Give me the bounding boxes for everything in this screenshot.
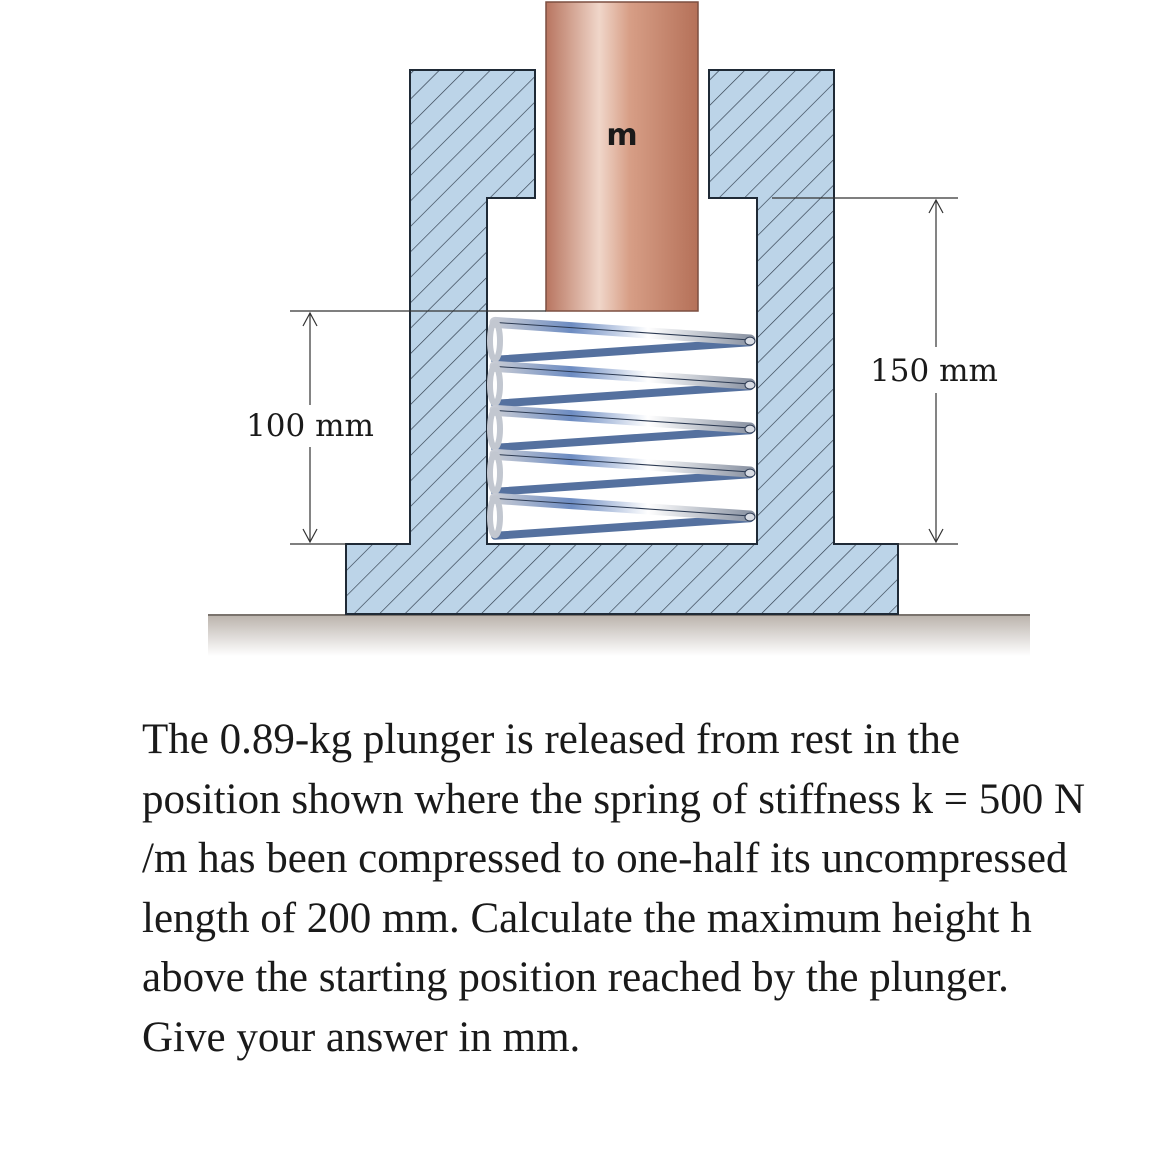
spring-bend-right	[744, 468, 756, 478]
spring-coil-back	[491, 470, 754, 496]
plunger-spring-diagram: m 100 mm 150 mm	[208, 1, 1030, 656]
mass-label: m	[606, 118, 637, 153]
spring-bend-left	[487, 319, 503, 363]
spring-bend-right	[744, 336, 756, 346]
spring-coil-back	[491, 338, 754, 364]
spring-bend-left	[487, 363, 503, 407]
right-dimension	[772, 197, 958, 545]
spring-coil-back	[491, 426, 754, 452]
spring-coil-back	[491, 382, 754, 408]
spring-bend-right	[744, 512, 756, 522]
spring-coil-edge	[494, 365, 751, 385]
spring-coil-back	[491, 514, 754, 540]
spring-coil-edge	[494, 453, 751, 473]
left-dimension-label: 100 mm	[246, 408, 374, 444]
spring-bend-left	[487, 407, 503, 451]
spring-bend-left	[487, 451, 503, 495]
compressed-spring	[487, 316, 756, 540]
right-dimension-label: 150 mm	[870, 353, 998, 389]
spring-coil-edge	[494, 321, 751, 341]
housing-cross-section	[345, 69, 899, 615]
ground	[208, 614, 1030, 656]
spring-bend-left	[487, 495, 503, 539]
problem-statement: The 0.89-kg plunger is released from res…	[142, 716, 1086, 1061]
spring-bend-right	[744, 380, 756, 390]
left-dimension	[290, 310, 546, 545]
spring-bend-right	[744, 424, 756, 434]
spring-coil-edge	[494, 497, 751, 517]
plunger-mass	[545, 1, 699, 312]
spring-coil-edge	[494, 409, 751, 429]
